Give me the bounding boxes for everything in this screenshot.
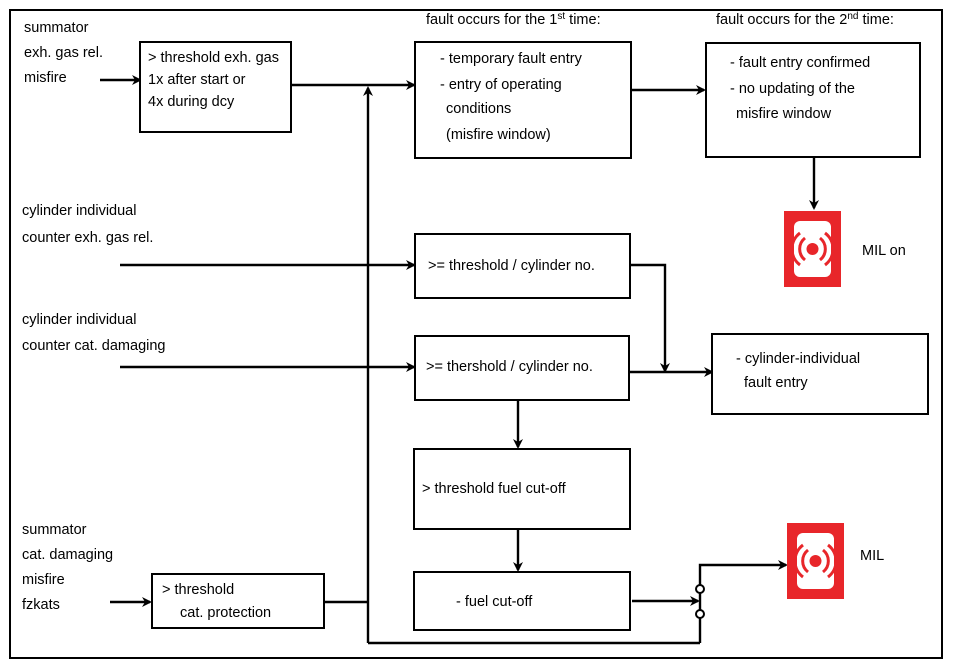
mil-on-indicator xyxy=(784,211,841,287)
box-threshold-fuel-text: > threshold fuel cut-off xyxy=(422,481,567,497)
mil-flash-lamp-dot xyxy=(809,555,822,567)
input-cyl-cat-1: cylinder individual xyxy=(22,312,136,328)
input-summator-cat-4: fzkats xyxy=(22,597,60,613)
box-threshold-exh-line-3: 4x during dcy xyxy=(148,94,235,110)
mil-flash-indicator xyxy=(787,523,844,599)
box-threshold-fuel xyxy=(413,448,631,530)
merge-node-bottom xyxy=(695,609,705,619)
arrow-merge-to-mil xyxy=(698,560,788,585)
box-threshold-cat xyxy=(151,573,325,629)
input-summator-exh-3: misfire xyxy=(24,70,67,86)
merge-node-top xyxy=(695,584,705,594)
mil-on-lamp-waves xyxy=(790,231,835,267)
box-cyl-fault xyxy=(711,333,929,415)
box-fuel-cutoff-text: - fuel cut-off xyxy=(456,594,533,610)
box-first-time-line-1: - temporary fault entry xyxy=(440,51,583,67)
box-first-time-line-2: - entry of operating xyxy=(440,77,562,93)
input-cyl-exh-1: cylinder individual xyxy=(22,203,136,219)
mil-on-label: MIL on xyxy=(862,243,906,259)
box-threshold-cyl-1 xyxy=(414,233,631,299)
box-threshold-cat-line-1: > threshold xyxy=(162,582,234,598)
box-second-time xyxy=(705,42,921,158)
box-first-time-line-4: (misfire window) xyxy=(446,127,551,143)
input-summator-exh-2: exh. gas rel. xyxy=(24,45,103,61)
box-threshold-cyl-1-text: >= threshold / cylinder no. xyxy=(428,258,595,274)
box-cyl-fault-line-2: fault entry xyxy=(744,375,808,391)
input-summator-exh-1: summator xyxy=(24,20,89,36)
box-threshold-exh-line-2: 1x after start or xyxy=(148,72,246,88)
mil-flash-label: MIL xyxy=(860,548,884,564)
box-fuel-cutoff xyxy=(413,571,631,631)
outer-frame xyxy=(9,9,943,659)
input-cyl-exh-2: counter exh. gas rel. xyxy=(22,230,153,246)
box-cyl-fault-line-1: - cylinder-individual xyxy=(736,351,860,367)
box-threshold-exh-line-1: > threshold exh. gas xyxy=(148,50,279,66)
box-threshold-cat-line-2: cat. protection xyxy=(180,605,271,621)
box-second-time-line-2: - no updating of the xyxy=(730,81,855,97)
box-threshold-cyl-2 xyxy=(414,335,630,401)
second-time-header: fault occurs for the 2nd time: xyxy=(716,11,894,29)
input-summator-cat-1: summator xyxy=(22,522,87,538)
input-summator-cat-3: misfire xyxy=(22,572,65,588)
box-threshold-cyl-2-text: >= thershold / cylinder no. xyxy=(426,359,593,375)
mil-on-lamp-dot xyxy=(806,243,819,255)
box-first-time-line-3: conditions xyxy=(446,101,511,117)
input-cyl-cat-2: counter cat. damaging xyxy=(22,338,165,354)
box-second-time-line-1: - fault entry confirmed xyxy=(730,55,870,71)
box-first-time xyxy=(414,41,632,159)
box-threshold-exh xyxy=(139,41,292,133)
mil-flash-lamp-waves xyxy=(793,543,838,579)
arrow-threshold1-to-fault xyxy=(631,263,670,373)
input-summator-cat-2: cat. damaging xyxy=(22,547,113,563)
box-second-time-line-3: misfire window xyxy=(736,106,832,122)
first-time-header: fault occurs for the 1st time: xyxy=(426,11,601,29)
